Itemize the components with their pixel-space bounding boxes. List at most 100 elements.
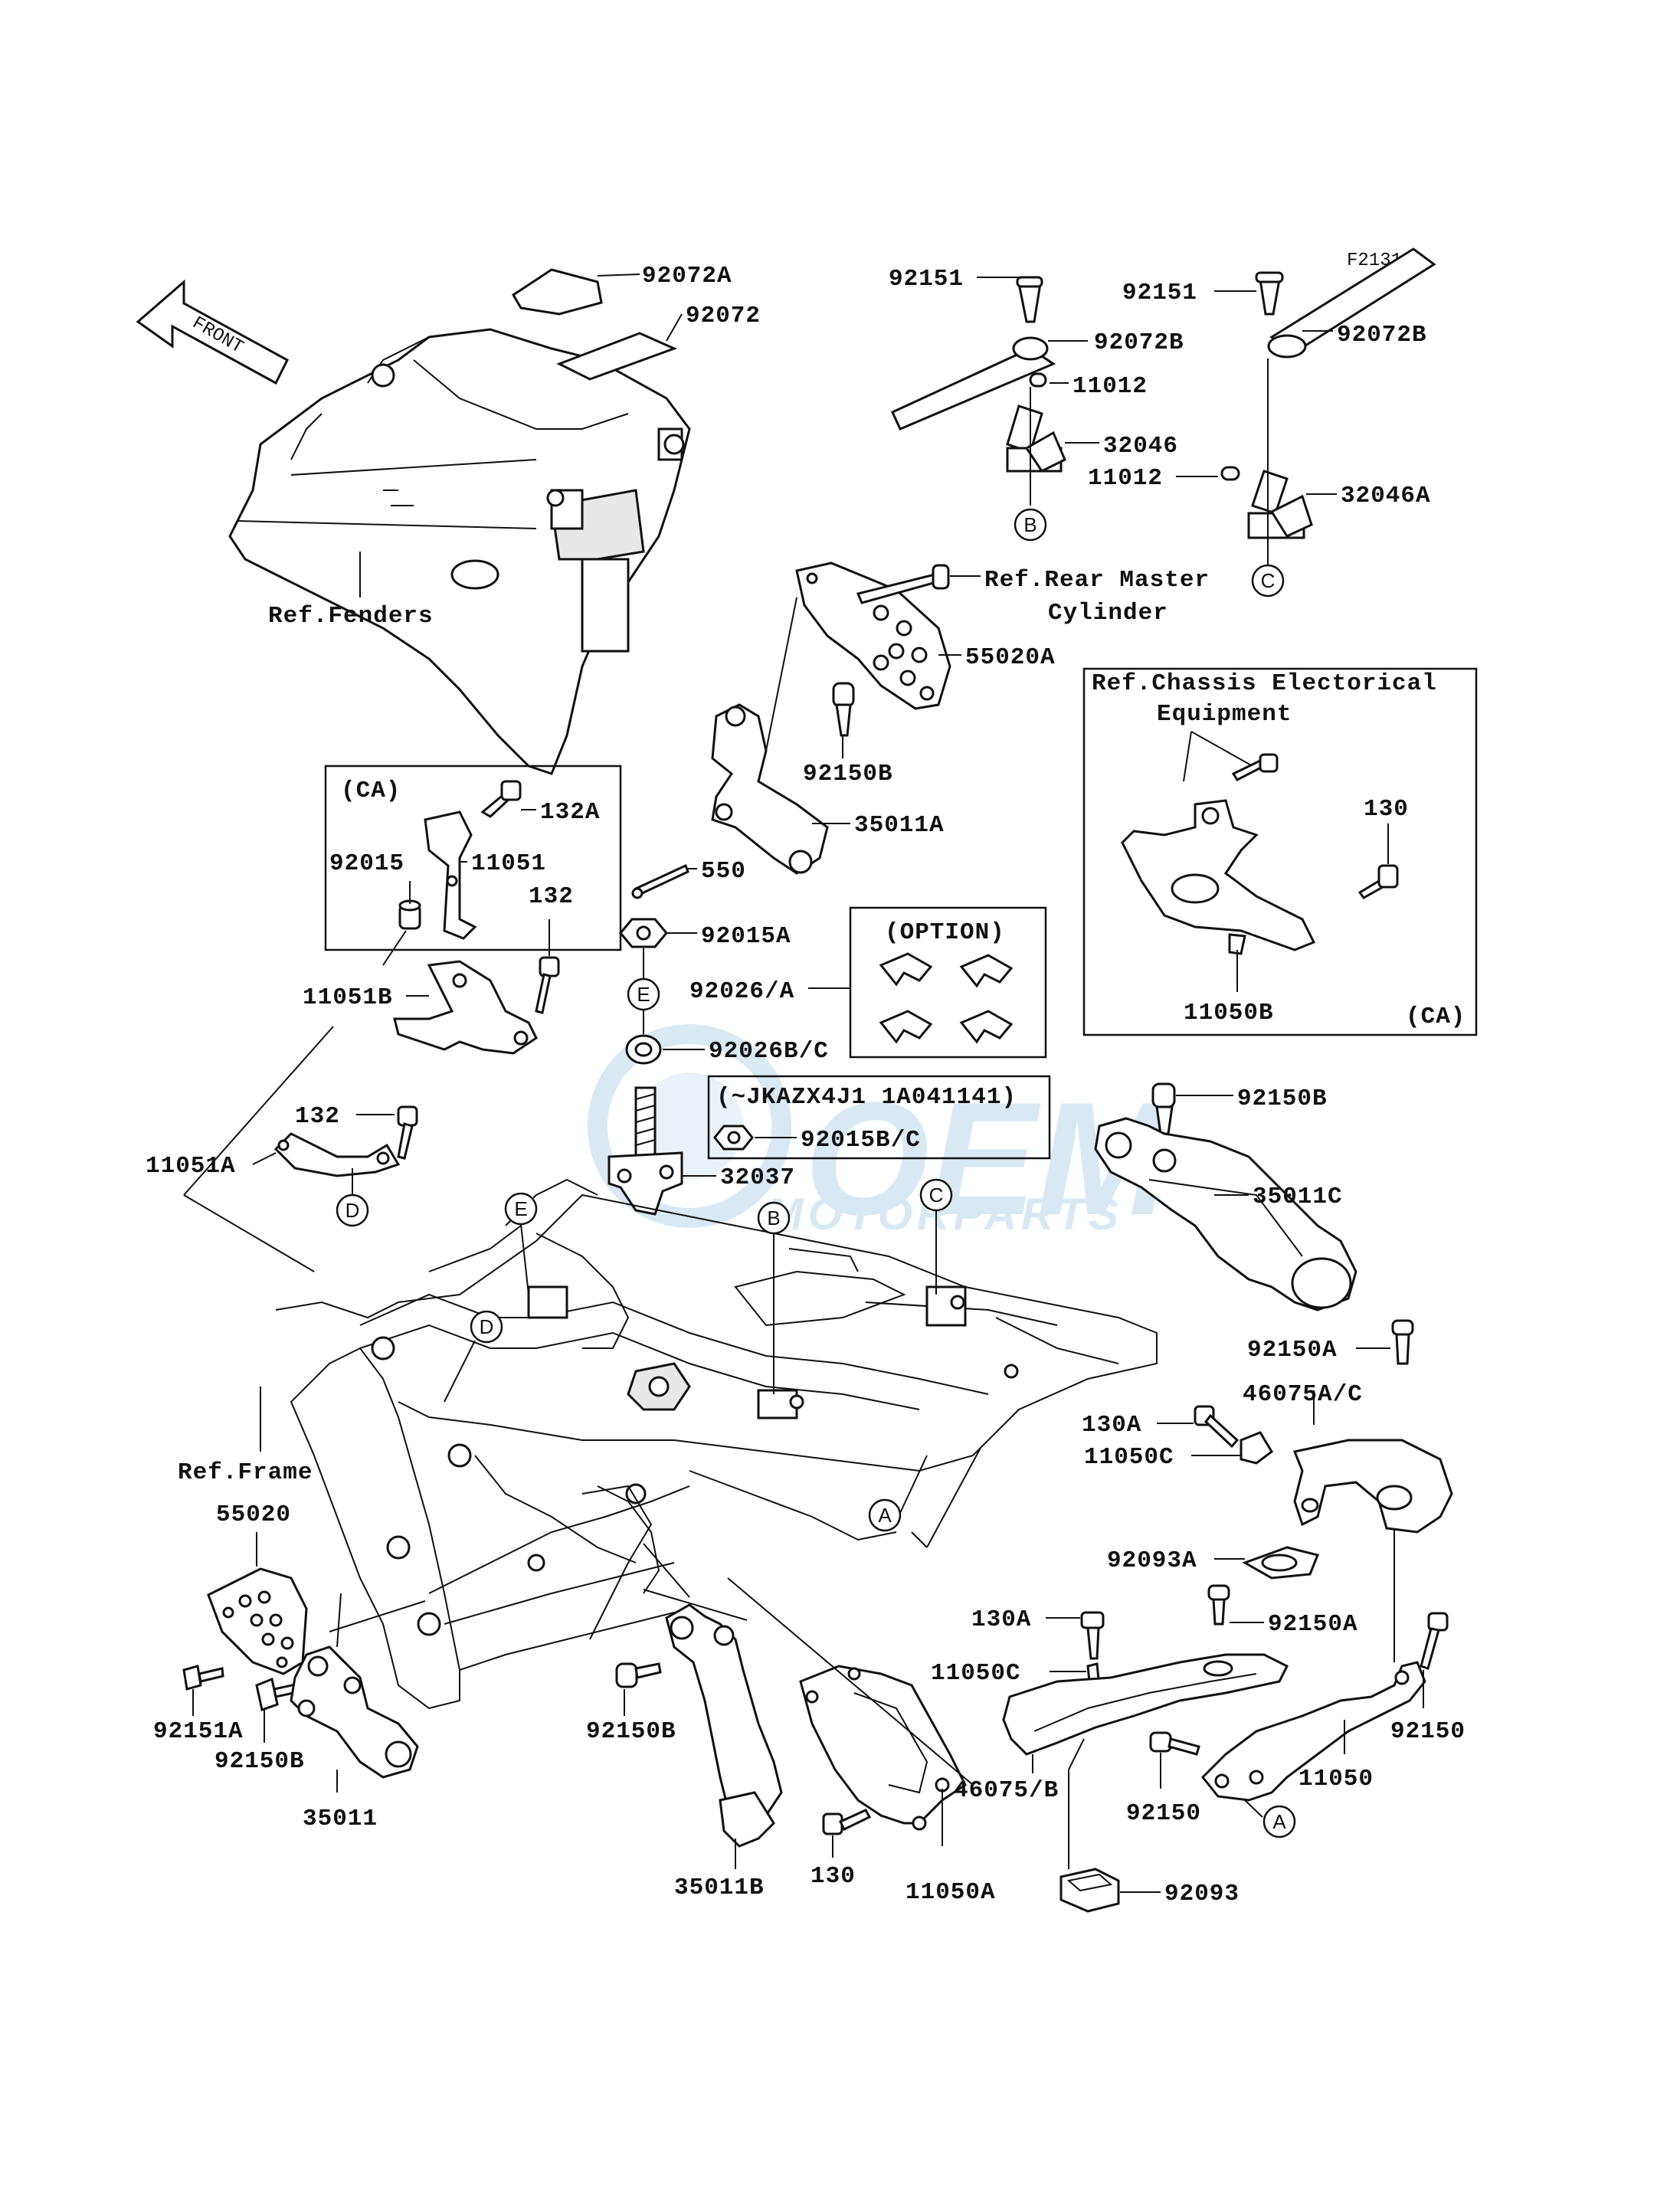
part-35011C (1094, 1117, 1357, 1311)
part-11051B (393, 960, 538, 1055)
part-11050C-a (1240, 1431, 1273, 1465)
part-46075AC (1292, 1439, 1453, 1534)
marker-B-frame: B (757, 1201, 791, 1235)
label-92072B-right: 92072B (1337, 322, 1427, 349)
label-32046A: 32046A (1341, 483, 1431, 509)
svg-text:A: A (1272, 1810, 1286, 1833)
option-shims (879, 952, 1014, 1044)
marker-C-frame: C (919, 1178, 953, 1212)
label-92093A: 92093A (1107, 1547, 1197, 1574)
label-92150B-r: 92150B (1237, 1085, 1328, 1112)
label-92150-b: 92150 (1126, 1800, 1201, 1827)
svg-text:C: C (929, 1184, 944, 1207)
part-130A-b (1080, 1611, 1105, 1660)
label-46075AC: 46075A/C (1243, 1381, 1363, 1408)
label-132-a: 132 (529, 883, 574, 910)
svg-text:C: C (1261, 569, 1276, 592)
part-11050 (1200, 1661, 1426, 1802)
label-ref-frame: Ref.Frame (178, 1459, 313, 1486)
label-11051A: 11051A (146, 1153, 236, 1180)
part-550 (631, 863, 689, 899)
svg-text:E: E (637, 983, 650, 1006)
part-130-bot (822, 1809, 872, 1835)
part-92093 (1059, 1868, 1120, 1913)
label-option: (OPTION) (885, 919, 1005, 946)
part-92150A-bot (1207, 1584, 1230, 1626)
label-ca-box-left: (CA) (341, 778, 401, 804)
part-92072 (556, 332, 678, 381)
marker-A-frame: A (868, 1498, 902, 1532)
part-92151A (182, 1665, 224, 1691)
part-92026BC (625, 1034, 662, 1065)
label-92151-left: 92151 (889, 266, 964, 293)
label-92026BC: 92026B/C (709, 1038, 829, 1065)
part-32037 (607, 1086, 683, 1216)
label-130A-b: 130A (971, 1606, 1031, 1633)
part-132A (480, 780, 522, 818)
part-92093A (1242, 1546, 1320, 1580)
label-ref-fenders: Ref.Fenders (268, 603, 434, 630)
part-11050B (1121, 799, 1316, 955)
marker-E-frame: E (504, 1192, 538, 1226)
label-132-b: 132 (295, 1103, 340, 1130)
label-92150B-mid: 92150B (586, 1718, 676, 1745)
chassis-electrical-box (1082, 667, 1478, 1036)
label-11050C-b: 11050C (931, 1660, 1021, 1687)
part-35011 (290, 1593, 419, 1779)
label-92015: 92015 (329, 850, 404, 877)
label-46075B: 46075/B (954, 1777, 1059, 1804)
marker-D-frame: D (470, 1310, 503, 1344)
label-92150B-l: 92150B (215, 1748, 305, 1775)
label-ref-rear-master-2: Cylinder (1048, 600, 1168, 627)
label-130-box: 130 (1364, 796, 1409, 823)
svg-text:D: D (345, 1199, 360, 1222)
label-550: 550 (701, 858, 746, 885)
rear-fender (228, 328, 691, 775)
front-arrow-icon: FRONT (136, 279, 289, 385)
label-92150-r: 92150 (1390, 1718, 1465, 1745)
label-11051B: 11051B (303, 984, 393, 1011)
marker-C-top: C (1251, 564, 1285, 598)
label-92015A: 92015A (701, 923, 791, 950)
strap-right (1220, 247, 1436, 567)
label-ca-box-right: (CA) (1406, 1004, 1465, 1030)
label-92026A: 92026/A (689, 978, 794, 1005)
part-132-b (397, 1105, 418, 1160)
part-92015A (619, 918, 668, 948)
label-92072B-left: 92072B (1094, 329, 1184, 356)
label-92072A: 92072A (642, 263, 732, 290)
label-35011C: 35011C (1253, 1184, 1343, 1210)
part-130A-a (1194, 1405, 1240, 1449)
part-55020 (207, 1567, 308, 1675)
label-11012-left: 11012 (1073, 373, 1148, 400)
marker-E-top: E (627, 977, 660, 1011)
label-32046: 32046 (1103, 433, 1178, 460)
label-35011A: 35011A (854, 812, 945, 839)
bolt-rear-master (856, 564, 950, 604)
bolt-chassis-small (1231, 753, 1279, 781)
serial-note-box (707, 1075, 1051, 1160)
label-ref-chassis-1: Ref.Chassis Electorical (1092, 670, 1437, 697)
part-92150-b (1149, 1731, 1200, 1756)
label-serial-note: (~JKAZX4J1 1A041141) (716, 1084, 1017, 1111)
label-92151A: 92151A (153, 1718, 244, 1745)
label-92015BC: 92015B/C (801, 1127, 921, 1154)
part-130-box (1357, 864, 1399, 899)
part-92015BC (713, 1125, 754, 1151)
label-92150A-bot: 92150A (1268, 1611, 1358, 1638)
label-92150B-top: 92150B (803, 761, 893, 787)
label-ref-rear-master-1: Ref.Rear Master (984, 567, 1210, 594)
option-box (849, 906, 1047, 1059)
label-92093: 92093 (1164, 1881, 1240, 1907)
part-92015-collar (398, 899, 421, 930)
label-130A-a: 130A (1082, 1412, 1141, 1439)
part-11050A (799, 1665, 967, 1831)
part-132-a (535, 956, 560, 1014)
svg-text:B: B (767, 1207, 780, 1229)
part-11051 (424, 810, 477, 940)
label-35011B: 35011B (674, 1874, 765, 1901)
part-92150A-top (1391, 1319, 1414, 1365)
ca-box-left (324, 765, 622, 951)
label-35011: 35011 (303, 1806, 378, 1832)
